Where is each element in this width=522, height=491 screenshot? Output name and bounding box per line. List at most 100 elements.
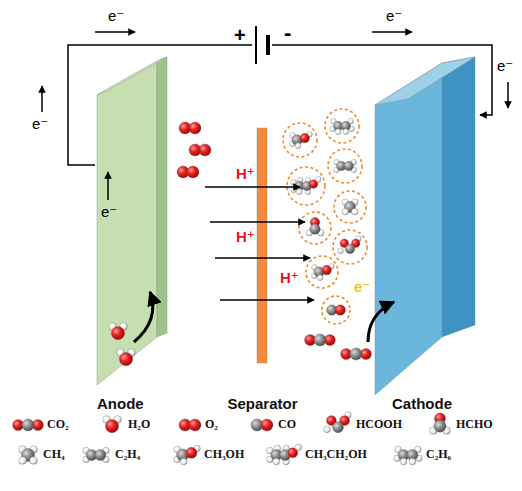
legend-text: C₂H₆ [426,447,451,461]
electrode-face [375,63,442,395]
legend-molecule-icon [19,446,38,465]
legend-icons [13,412,451,465]
reaction-arrow [368,302,394,342]
atom [295,143,301,149]
electron-label: e⁻ [354,279,370,296]
electrode-face [97,61,157,385]
atom [351,208,358,215]
proton-arrow [215,257,310,259]
molecule [179,122,201,134]
atom [317,275,323,281]
electron-arrow [95,31,135,33]
product-bubble [306,256,338,288]
electron-arrow [507,82,509,108]
molecule [305,334,336,346]
legend-text: CH₃CH₂OH [305,447,367,461]
atom [119,353,132,366]
electrode-shape [95,55,175,415]
proton-label: H⁺ [236,229,255,246]
legend-molecule-icon [430,413,451,434]
electrode-shape [370,55,480,415]
product-bubble [334,191,366,223]
battery-plate-negative [266,35,270,55]
atom [30,457,38,465]
product-bubble [287,167,325,205]
legend-molecule-icon [103,416,122,433]
atom [335,305,345,315]
proton-arrow [210,221,305,223]
electron-arrow [41,86,43,112]
product-bubble [283,123,317,157]
electrode-face [97,57,167,95]
atom [335,129,341,135]
atom [300,133,310,143]
electrode-decoration [205,187,314,300]
product-bubble [299,212,331,244]
electron-arrow [372,31,412,33]
legend-molecule-icon [266,444,301,465]
atom [343,129,349,135]
molecule [291,177,321,195]
molecule [189,144,211,156]
legend-molecule-icon [179,419,201,431]
atom [409,458,416,465]
atom [22,419,34,431]
cathode-electrode: Cathode [370,55,480,415]
molecule [177,166,199,178]
atom [273,458,280,465]
legend-text: CH₃OH [204,447,244,461]
atom [400,458,407,465]
atom [189,419,201,431]
molecule [342,199,358,215]
molecule [312,263,335,280]
electrode-label: Cathode [392,395,452,413]
legend-molecule-icon [394,446,423,465]
atom [295,444,302,451]
atom [345,244,355,254]
atom [434,420,446,432]
electrode-face [257,128,267,363]
molecule [330,118,355,134]
atom [189,122,201,134]
atom [316,177,322,183]
atom [344,161,354,171]
electrode-decoration [368,302,394,342]
molecule [290,131,313,148]
molecule [109,323,128,340]
anode-electrode: Anode [95,55,175,415]
legend-text: O₂ [205,417,218,431]
electron-label: e⁻ [108,8,124,25]
product-bubble [328,149,362,183]
atom [342,208,349,215]
atom [310,224,320,234]
electrode-label: Anode [97,395,144,413]
electrode-face [375,57,475,105]
electron-arrow [107,172,109,200]
atom [333,422,344,433]
atom [181,458,188,465]
atom [261,419,273,431]
electron-label: e⁻ [101,204,117,221]
legend-text: HCHO [456,417,493,431]
molecule [338,236,362,254]
electrode-decoration [108,172,153,366]
legend-text: CO₂ [47,417,69,431]
reaction-arrow [134,292,153,342]
atom [338,248,344,254]
molecule [306,218,324,237]
electrode-label: Separator [227,395,297,413]
product-bubble [325,109,359,143]
legend-text: C₂H₄ [115,447,140,461]
molecule [341,348,372,360]
electrode-face [442,57,475,337]
atom [297,189,303,195]
legend-text: HCOOH [356,417,402,431]
battery-terminal: - [284,21,291,45]
atom [19,457,27,465]
atom [324,426,331,433]
legend-text: CH₄ [43,447,65,461]
legend-molecule-icon [174,445,200,465]
legend-text: CO [278,417,296,431]
legend-molecule-icon [251,419,273,431]
